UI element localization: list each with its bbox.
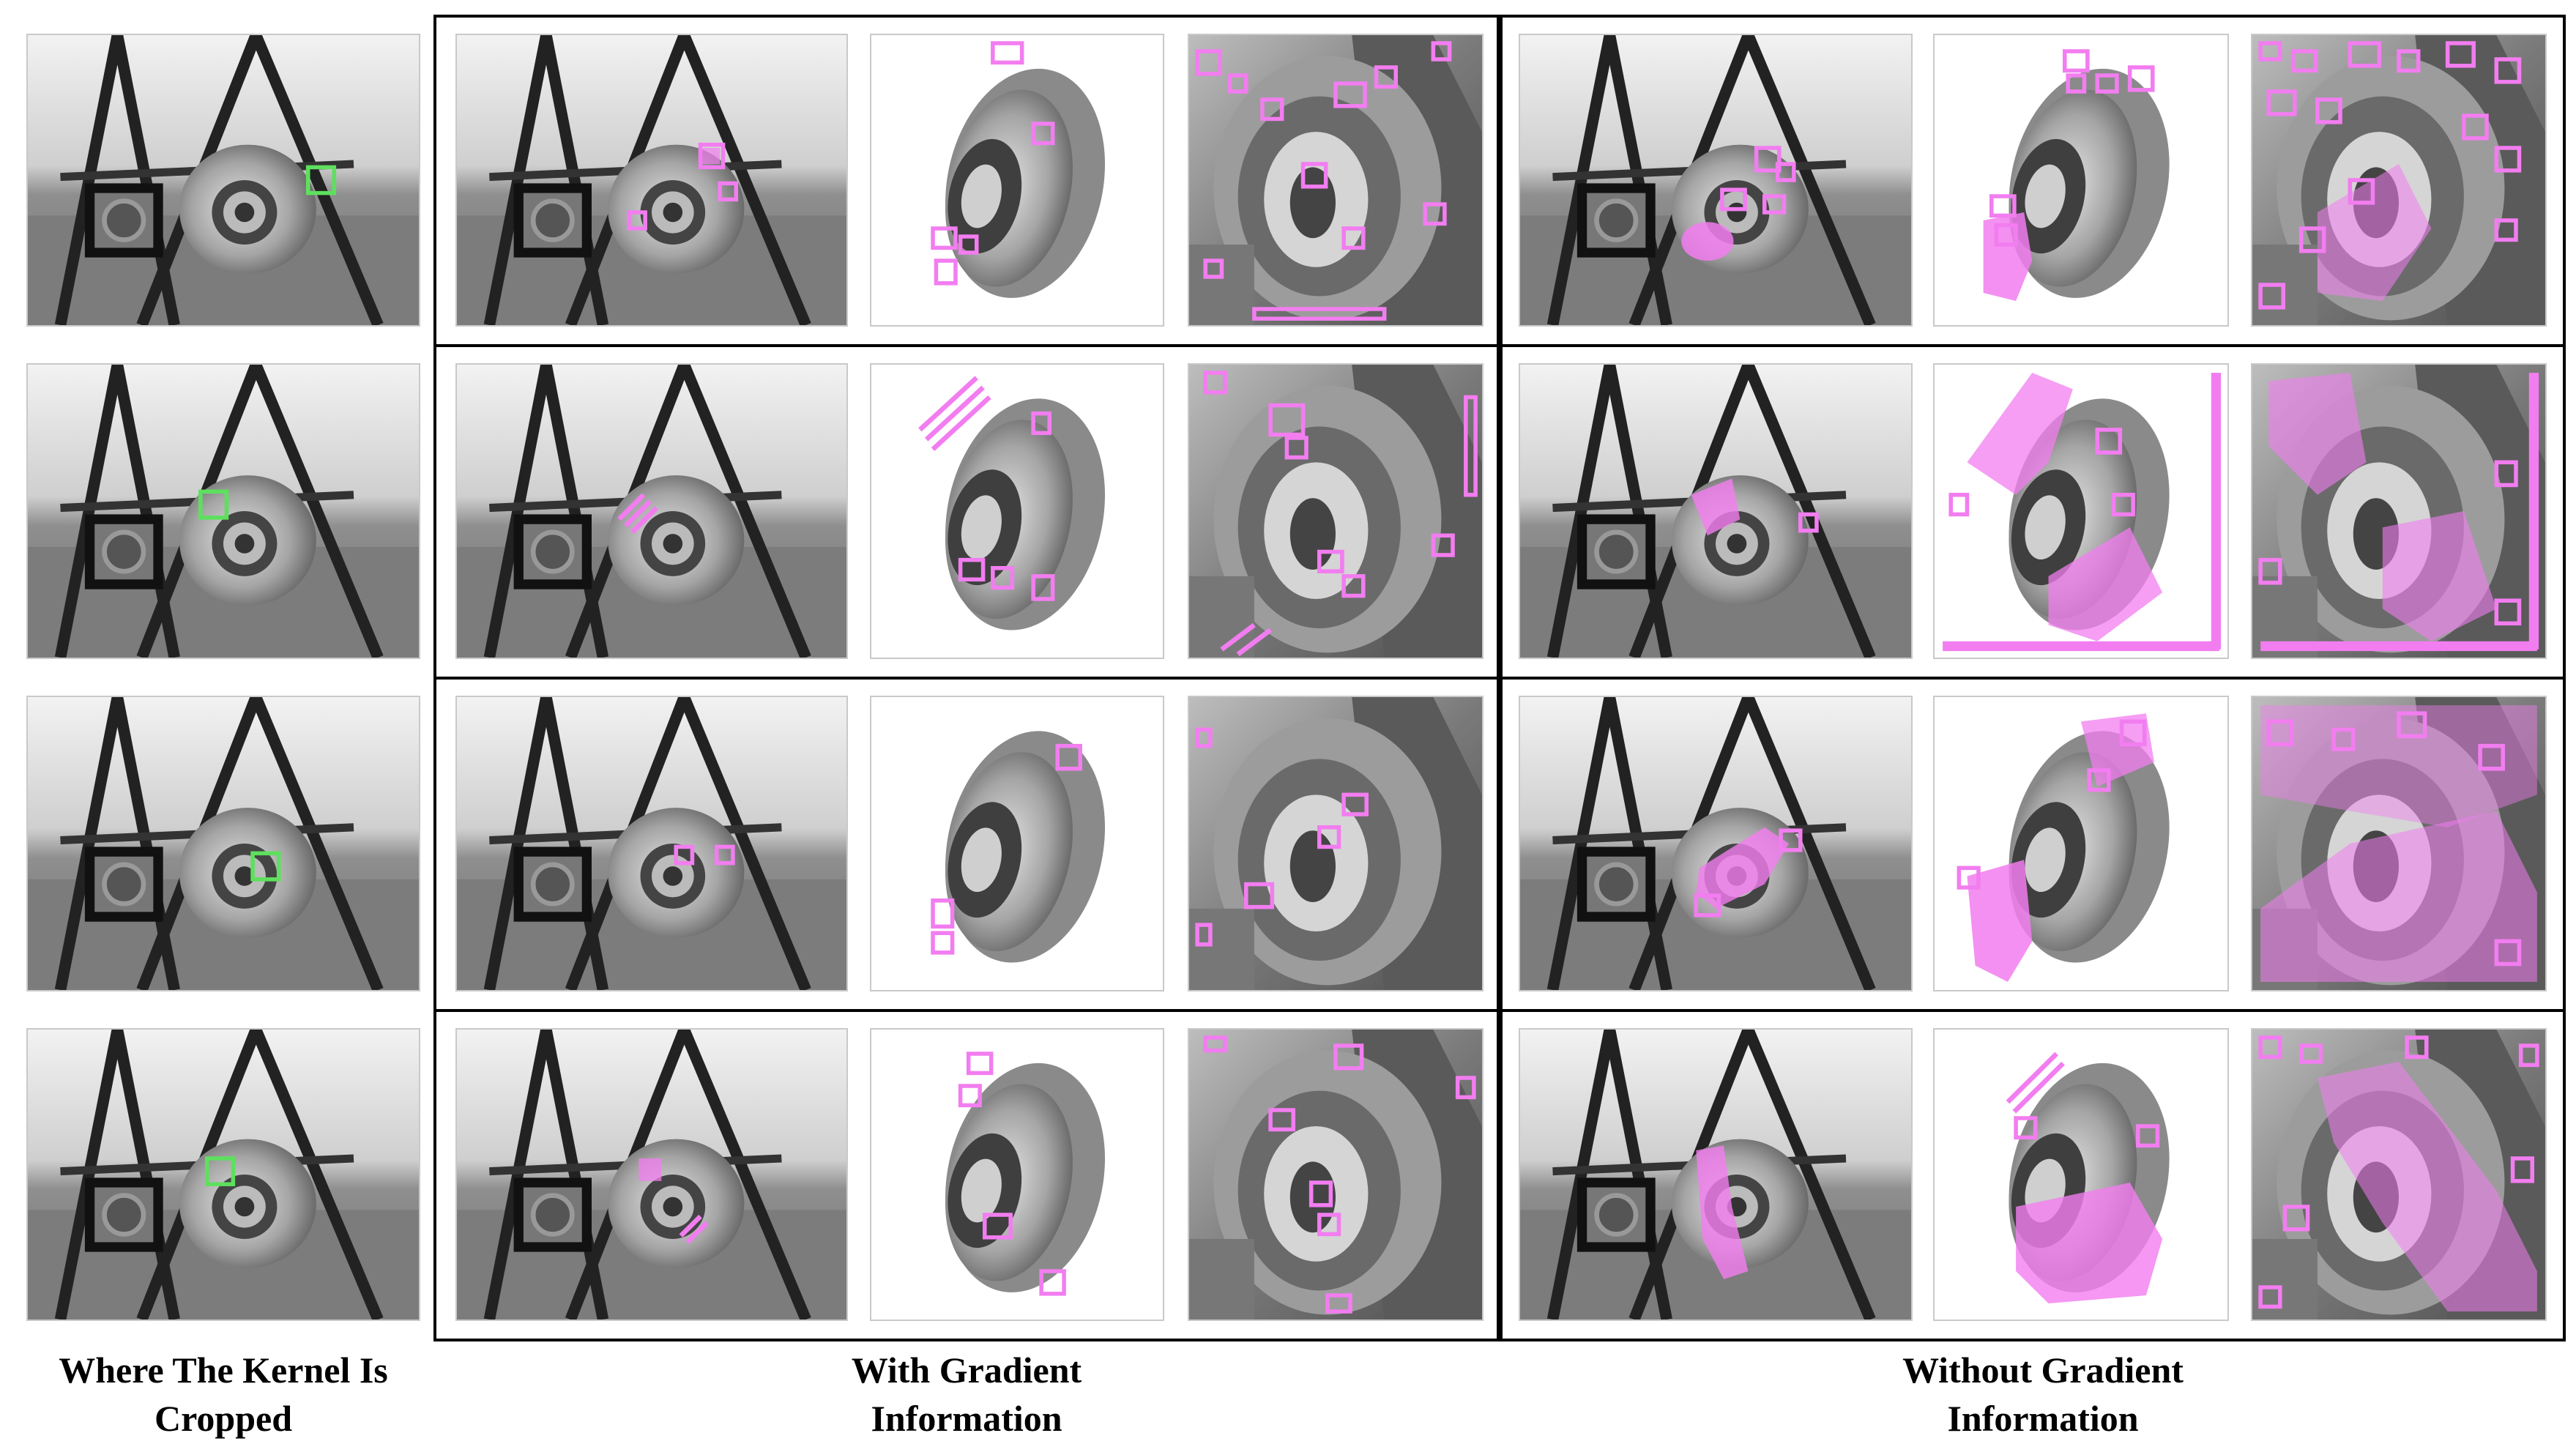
with-gradient-closeup-row-4: [1188, 1028, 1484, 1321]
row-divider-1: [433, 344, 2566, 347]
with-gradient-scene-row-4: [455, 1028, 848, 1321]
caption-kernel-location-line-2: Cropped: [154, 1398, 292, 1439]
without-gradient-tire-row-4: [1933, 1028, 2229, 1321]
caption-with-gradient-line-1: With Gradient: [851, 1350, 1082, 1391]
caption-with-gradient-line-2: Information: [871, 1398, 1062, 1439]
with-gradient-scene-row-1: [455, 34, 848, 327]
row-divider-2: [433, 677, 2566, 680]
without-gradient-tire-row-3: [1933, 696, 2229, 991]
caption-with-gradient: With Gradient Information: [740, 1346, 1194, 1443]
with-gradient-tire-row-2: [870, 363, 1164, 659]
without-gradient-scene-row-2: [1519, 363, 1913, 659]
without-gradient-closeup-row-1: [2251, 34, 2547, 327]
with-gradient-tire-row-1: [870, 34, 1164, 327]
kernel-location-image-row-2: [26, 363, 420, 659]
caption-without-gradient-line-1: Without Gradient: [1902, 1350, 2184, 1391]
caption-kernel-location-line-1: Where The Kernel Is: [59, 1350, 388, 1391]
with-gradient-scene-row-2: [455, 363, 848, 659]
with-gradient-scene-row-3: [455, 696, 848, 991]
row-divider-3: [433, 1009, 2566, 1012]
with-gradient-closeup-row-1: [1188, 34, 1484, 327]
without-gradient-scene-row-1: [1519, 34, 1913, 327]
without-gradient-scene-row-3: [1519, 696, 1913, 991]
with-gradient-closeup-row-3: [1188, 696, 1484, 991]
without-gradient-closeup-row-4: [2251, 1028, 2547, 1321]
without-gradient-tire-row-1: [1933, 34, 2229, 327]
with-gradient-tire-row-3: [870, 696, 1164, 991]
with-gradient-tire-row-4: [870, 1028, 1164, 1321]
caption-kernel-location: Where The Kernel Is Cropped: [15, 1346, 432, 1443]
without-gradient-tire-row-2: [1933, 363, 2229, 659]
with-gradient-closeup-row-2: [1188, 363, 1484, 659]
kernel-location-image-row-4: [26, 1028, 420, 1321]
kernel-location-image-row-3: [26, 696, 420, 991]
caption-without-gradient: Without Gradient Information: [1794, 1346, 2292, 1443]
kernel-location-image-row-1: [26, 34, 420, 327]
without-gradient-scene-row-4: [1519, 1028, 1913, 1321]
caption-without-gradient-line-2: Information: [1947, 1398, 2139, 1439]
without-gradient-closeup-row-2: [2251, 363, 2547, 659]
without-gradient-closeup-row-3: [2251, 696, 2547, 991]
